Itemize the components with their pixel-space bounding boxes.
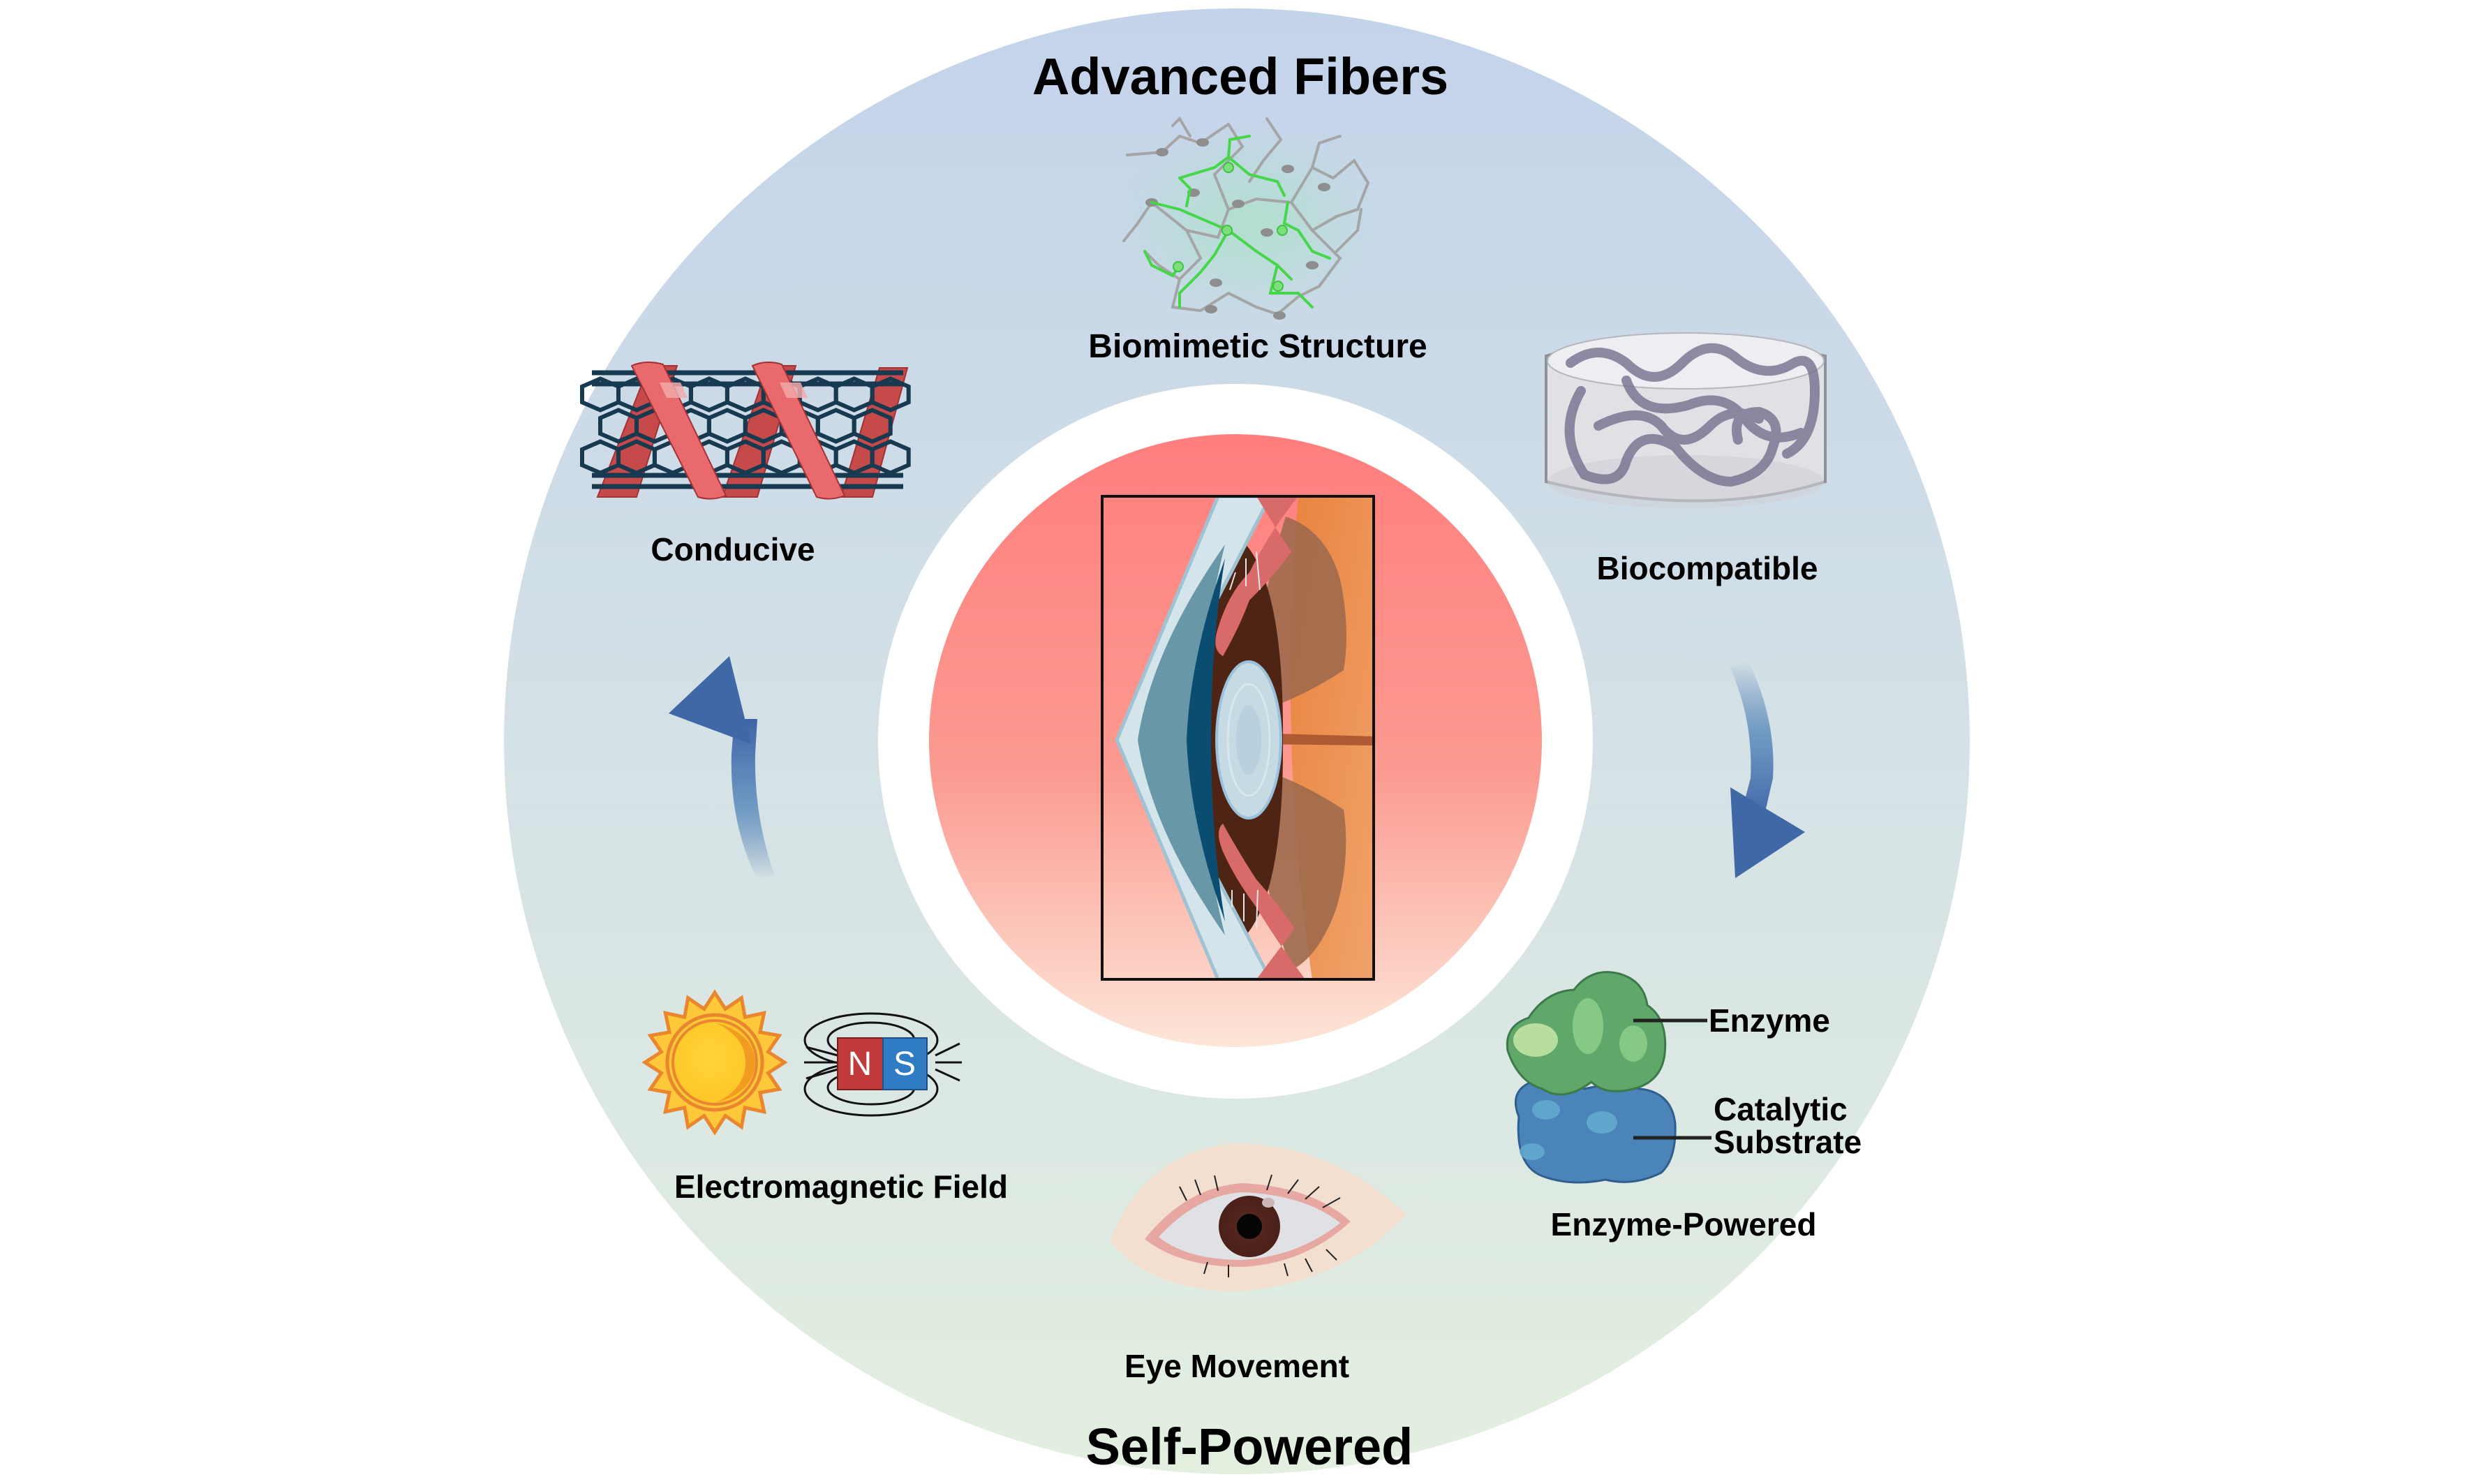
callout-substrate: Substrate	[1714, 1124, 1862, 1160]
hexagon-cell	[852, 408, 893, 444]
magnet-north	[837, 1037, 884, 1090]
callout-enzyme: Enzyme	[1709, 1002, 1830, 1039]
eye-anatomy-cross-section-icon	[1101, 495, 1375, 981]
hydrogel-fiber-cylinder-icon	[1545, 332, 1827, 508]
sun-icon	[641, 989, 788, 1136]
human-eye-icon	[1110, 1143, 1406, 1291]
neuron-network-icon	[1117, 116, 1382, 321]
heading-self-powered: Self-Powered	[1086, 1418, 1413, 1476]
magnet-south	[882, 1037, 928, 1090]
magnet-s-label: S	[893, 1046, 916, 1083]
carbon-nanotube-helix-icon	[580, 362, 911, 500]
hexagon-cell	[870, 439, 911, 475]
hexagon-cell	[870, 376, 911, 413]
enzyme-substrate-icon	[1506, 971, 1711, 1184]
label-biomimetic-structure: Biomimetic Structure	[1088, 328, 1427, 365]
curved-arrow-up-icon	[669, 656, 775, 880]
label-conducive: Conducive	[651, 531, 815, 567]
label-biocompatible: Biocompatible	[1597, 550, 1818, 586]
heading-advanced-fibers: Advanced Fibers	[1032, 47, 1448, 105]
magnet-icon: N S	[803, 1012, 962, 1117]
label-enzyme-powered: Enzyme-Powered	[1551, 1206, 1817, 1242]
label-electromagnetic-field: Electromagnetic Field	[674, 1168, 1008, 1205]
magnet-n-label: N	[848, 1046, 872, 1083]
curved-arrow-down-icon	[1730, 662, 1805, 878]
callout-catalytic: Catalytic	[1714, 1091, 1848, 1127]
zonule-fibers	[1229, 551, 1261, 929]
label-eye-movement: Eye Movement	[1124, 1348, 1349, 1384]
